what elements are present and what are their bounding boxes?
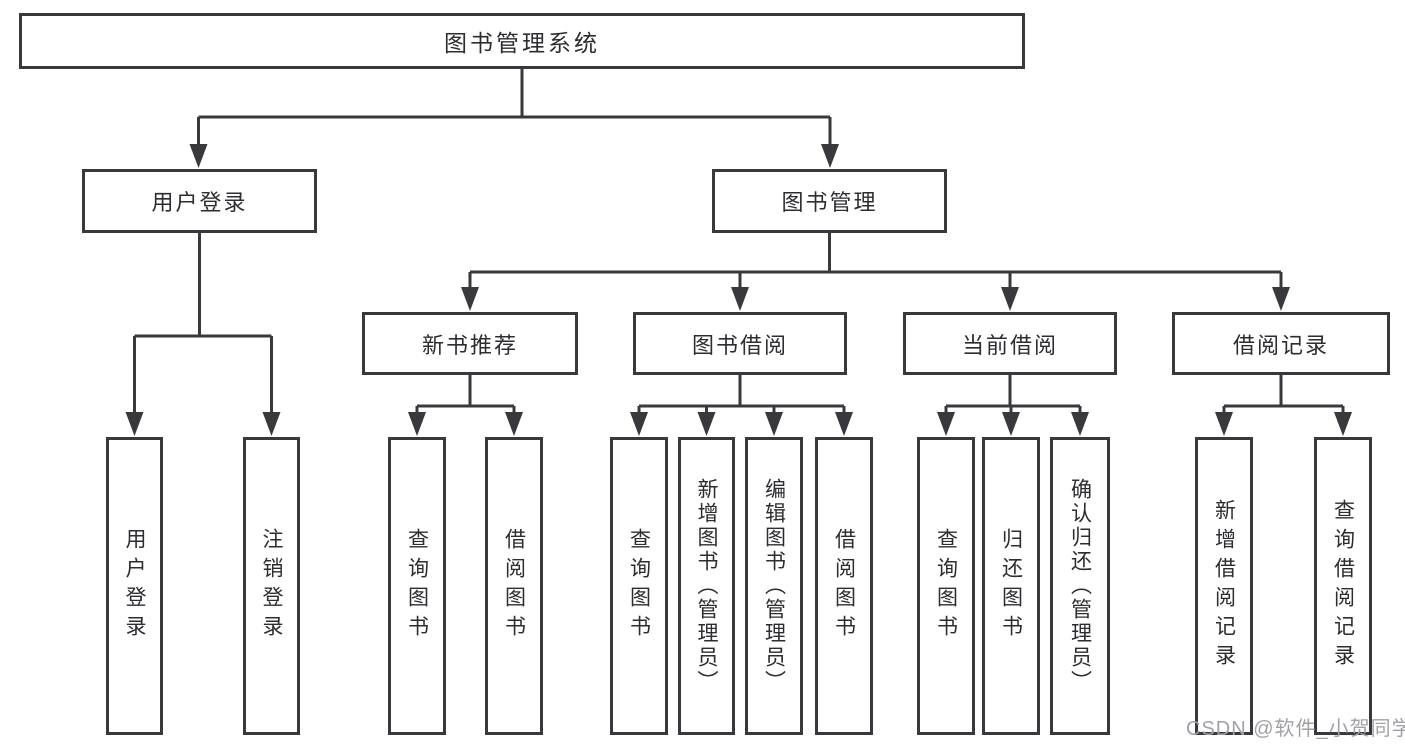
leaf-label: 借阅图书 bbox=[832, 528, 856, 644]
leaf-user-login: 用户登录 bbox=[106, 437, 163, 735]
leaf-label: 确认归还（管理员） bbox=[1068, 478, 1092, 694]
leaf-query-borrow-record: 查询借阅记录 bbox=[1314, 437, 1372, 735]
leaf-add-book-admin: 新增图书（管理员） bbox=[678, 437, 735, 735]
leaf-borrow-book: 借阅图书 bbox=[815, 437, 873, 735]
node-borrow-record: 借阅记录 bbox=[1172, 312, 1390, 375]
node-user-login: 用户登录 bbox=[82, 169, 317, 233]
leaf-label: 查询图书 bbox=[627, 528, 651, 644]
leaf-label: 归还图书 bbox=[999, 528, 1023, 644]
leaf-confirm-return-admin: 确认归还（管理员） bbox=[1050, 437, 1110, 735]
leaf-edit-book-admin: 编辑图书（管理员） bbox=[745, 437, 803, 735]
node-current-borrow: 当前借阅 bbox=[903, 312, 1117, 375]
leaf-label: 用户登录 bbox=[123, 528, 146, 644]
leaf-label: 查询图书 bbox=[405, 528, 429, 644]
leaf-return-book: 归还图书 bbox=[982, 437, 1040, 735]
leaf-label: 注销登录 bbox=[260, 528, 283, 644]
node-book-management: 图书管理 bbox=[712, 169, 947, 233]
leaf-query-book-recommend: 查询图书 bbox=[388, 437, 446, 735]
node-new-book-recommend: 新书推荐 bbox=[362, 312, 578, 375]
leaf-label: 新增借阅记录 bbox=[1212, 499, 1236, 673]
leaf-borrow-book-recommend: 借阅图书 bbox=[485, 437, 543, 735]
node-book-borrow: 图书借阅 bbox=[633, 312, 847, 375]
leaf-label: 查询图书 bbox=[934, 528, 958, 644]
leaf-query-book-borrow: 查询图书 bbox=[610, 437, 668, 735]
leaf-add-borrow-record: 新增借阅记录 bbox=[1195, 437, 1253, 735]
csdn-watermark: CSDN @软件_小贺同学 bbox=[1186, 718, 1405, 740]
leaf-label: 编辑图书（管理员） bbox=[762, 478, 786, 694]
leaf-label: 查询借阅记录 bbox=[1331, 499, 1355, 673]
leaf-logout-login: 注销登录 bbox=[243, 437, 300, 735]
leaf-query-book-current: 查询图书 bbox=[917, 437, 975, 735]
node-root-system: 图书管理系统 bbox=[19, 13, 1025, 69]
leaf-label: 借阅图书 bbox=[502, 528, 526, 644]
leaf-label: 新增图书（管理员） bbox=[695, 478, 718, 694]
